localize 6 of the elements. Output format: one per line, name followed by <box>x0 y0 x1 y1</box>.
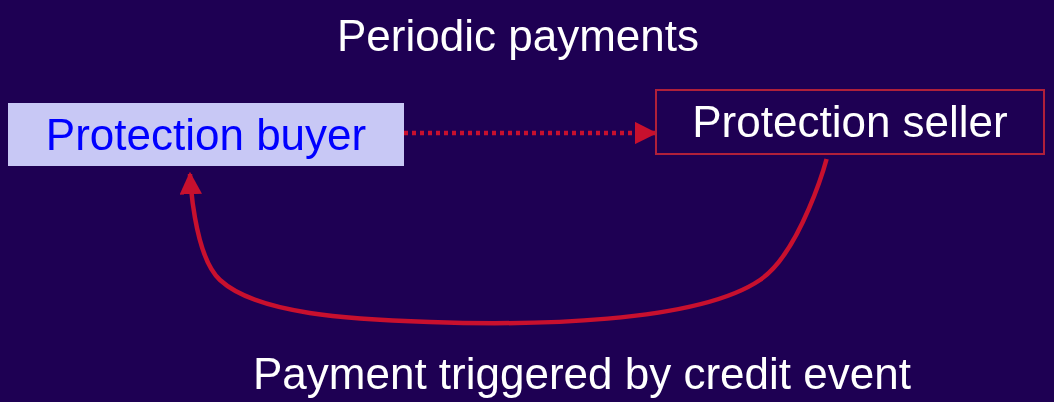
node-label: Protection buyer <box>45 112 367 157</box>
entity-box <box>8 103 404 166</box>
arrow <box>404 121 658 145</box>
entity-box <box>655 89 1045 155</box>
node-label: Protection seller <box>692 100 1008 144</box>
arrow <box>179 158 829 326</box>
